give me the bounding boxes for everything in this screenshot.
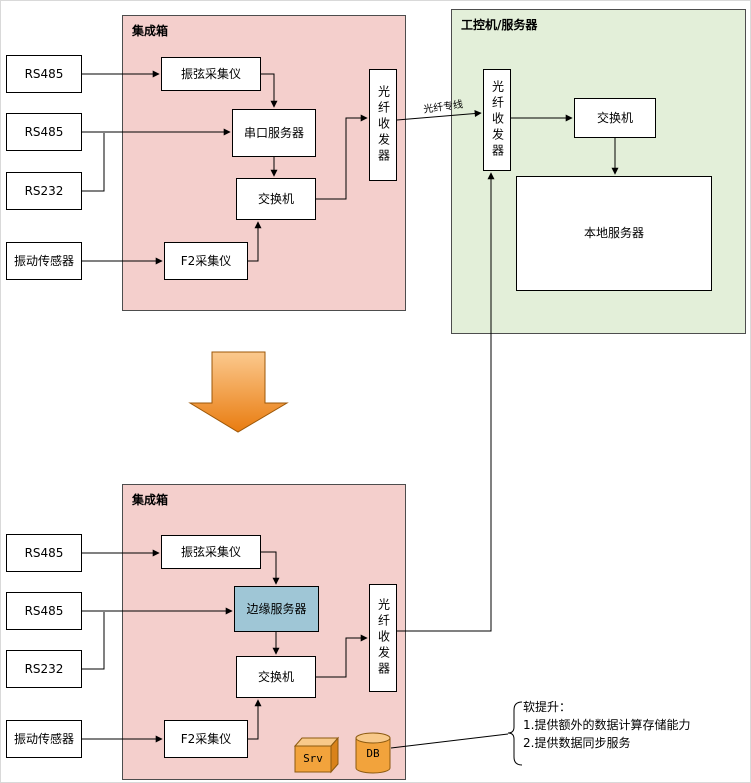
bottom-integration-box-label: 集成箱 bbox=[132, 493, 169, 507]
node-fiber-transceiver-right: 光纤收发器 bbox=[483, 69, 511, 171]
upgrade-note-line-2: 2.提供数据同步服务 bbox=[523, 736, 631, 750]
node-vibrating-wire-collector-bottom: 振弦采集仪 bbox=[161, 535, 261, 569]
node-fiber-transceiver-bottom: 光纤收发器 bbox=[369, 584, 397, 692]
node-switch-top: 交换机 bbox=[236, 178, 316, 220]
node-rs232-top: RS232 bbox=[6, 172, 82, 210]
node-edge-server: 边缘服务器 bbox=[234, 586, 319, 632]
node-f2-collector-top: F2采集仪 bbox=[164, 242, 248, 280]
upgrade-note: 软提升： 1.提供额外的数据计算存储能力 2.提供数据同步服务 bbox=[523, 698, 690, 752]
srv-label: Srv bbox=[303, 752, 323, 765]
node-rs485-top-2: RS485 bbox=[6, 113, 82, 151]
db-to-brace-line bbox=[390, 733, 509, 749]
upgrade-note-line-1: 1.提供额外的数据计算存储能力 bbox=[523, 718, 691, 732]
curly-brace bbox=[507, 701, 523, 766]
node-switch-right: 交换机 bbox=[574, 98, 656, 138]
connector-rs232-join-b bbox=[82, 612, 105, 670]
node-rs485-top-1: RS485 bbox=[6, 55, 82, 93]
upgrade-note-title: 软提升： bbox=[523, 700, 572, 714]
node-vibration-sensor-bottom: 振动传感器 bbox=[6, 720, 82, 758]
node-rs232-bottom: RS232 bbox=[6, 650, 82, 688]
top-integration-box-label: 集成箱 bbox=[132, 24, 169, 38]
node-vibrating-wire-collector-top: 振弦采集仪 bbox=[161, 57, 261, 91]
node-vibration-sensor-top: 振动传感器 bbox=[6, 242, 82, 280]
node-rs485-bottom-2: RS485 bbox=[6, 592, 82, 630]
big-down-arrow bbox=[188, 351, 289, 433]
db-label: DB bbox=[366, 747, 380, 760]
connector-rs232-join bbox=[82, 133, 105, 192]
node-fiber-transceiver-top: 光纤收发器 bbox=[369, 69, 397, 181]
server-room-box-label: 工控机/服务器 bbox=[461, 18, 538, 32]
node-switch-bottom: 交换机 bbox=[236, 656, 316, 698]
node-rs485-bottom-1: RS485 bbox=[6, 534, 82, 572]
node-local-server: 本地服务器 bbox=[516, 176, 712, 291]
node-serial-server: 串口服务器 bbox=[232, 109, 316, 157]
node-f2-collector-bottom: F2采集仪 bbox=[164, 720, 248, 758]
